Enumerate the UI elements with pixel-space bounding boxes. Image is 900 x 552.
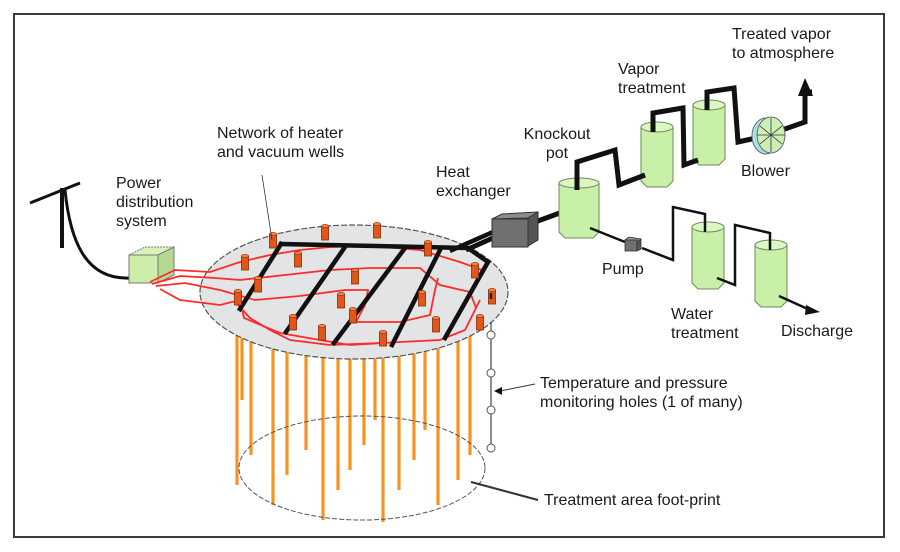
label-water-treatment: Water treatment (671, 306, 739, 342)
vessel-pipe-stubs (574, 104, 772, 250)
well-icon (254, 276, 262, 293)
well-icon (471, 262, 479, 279)
wells (234, 222, 496, 347)
well-icon (379, 330, 387, 347)
well-icon (294, 251, 302, 268)
vapor-treatment-piping (574, 85, 812, 189)
label-vapor-treatment: Vapor treatment (618, 61, 686, 97)
well-icon (269, 232, 277, 249)
label-knockout-pot: Knockout pot (523, 126, 591, 162)
label-treated-vapor: Treated vapor to atmosphere (732, 26, 835, 62)
well-icon (349, 307, 357, 324)
treatment-footprint-ellipse (238, 415, 486, 521)
well-icon (289, 314, 297, 331)
well-icon (432, 316, 440, 333)
label-network-wells: Network of heater and vacuum wells (217, 125, 345, 161)
water-treatment-piping (589, 205, 811, 312)
well-icon (321, 224, 329, 241)
discharge-arrow-icon (805, 305, 820, 315)
heat-exchanger-icon (491, 211, 539, 248)
power-distribution-box-icon (128, 246, 175, 284)
label-pump: Pump (602, 261, 644, 278)
well-icon (418, 290, 426, 307)
power-pole-icon (29, 181, 131, 280)
well-icon (337, 292, 345, 309)
label-monitoring-holes: Temperature and pressure monitoring hole… (540, 375, 743, 411)
heater-wiring (149, 245, 483, 346)
well-icon (476, 314, 484, 331)
blower-icon (751, 116, 786, 155)
well-icon (373, 222, 381, 239)
label-heat-exchanger: Heat exchanger (436, 164, 511, 200)
monitoring-hole (486, 293, 496, 453)
treated-vapor-arrow-icon (798, 78, 813, 96)
label-footprint: Treatment area foot-print (544, 492, 721, 509)
well-icon (241, 254, 249, 271)
label-blower: Blower (741, 163, 790, 180)
vapor-pipe-main (464, 234, 497, 253)
label-discharge: Discharge (781, 323, 854, 340)
monitoring-pointer-arrow-icon (494, 387, 502, 395)
heater-rods (235, 305, 472, 522)
well-icon (351, 268, 359, 285)
well-icon (234, 289, 242, 306)
water-treatment-vessel-1-icon (691, 221, 725, 290)
well-icon (318, 324, 326, 341)
label-power-distribution: Power distribution system (116, 175, 194, 230)
vessels (558, 99, 788, 308)
pump-icon (624, 236, 642, 252)
ground-surface-ellipse (199, 224, 509, 360)
vapor-treatment-vessel-1-icon (640, 121, 674, 188)
vapor-treatment-vessel-2-icon (692, 99, 726, 166)
leader-lines (261, 174, 539, 501)
vacuum-headers (236, 229, 496, 349)
well-icon (424, 240, 432, 257)
